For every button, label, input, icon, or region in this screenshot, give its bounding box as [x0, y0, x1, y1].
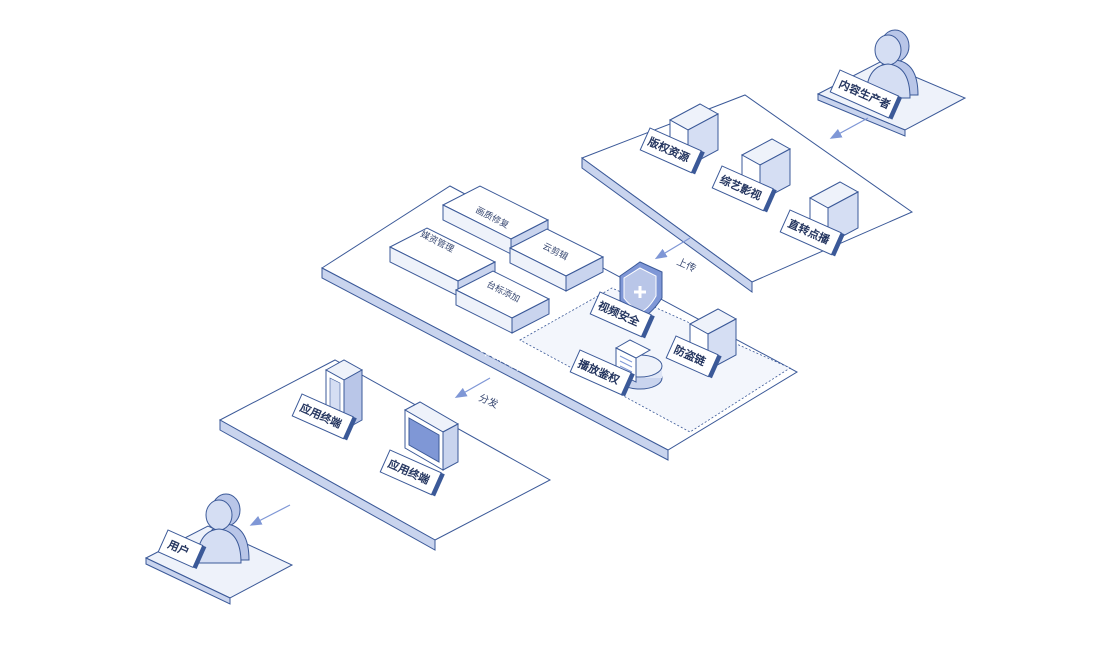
monitor-icon	[403, 401, 460, 471]
arrow-distribute-label: 分发	[477, 391, 501, 411]
arrow-upload	[654, 237, 691, 260]
producer-label-tag: 内容生产者	[829, 69, 903, 120]
terminal-tag: 应用终端	[379, 449, 445, 497]
arrow-upload-label: 上传	[675, 256, 698, 275]
user-node: 用户	[144, 493, 294, 605]
arrow-distribute	[454, 377, 491, 398]
user-person-icon	[196, 493, 250, 564]
api-block: 台标添加	[454, 270, 551, 334]
shield-icon	[619, 261, 663, 319]
producer-node: 内容生产者	[816, 29, 967, 137]
arrow-producer-to-upload	[829, 117, 869, 139]
user-label-tag: 用户	[157, 529, 207, 570]
play-platform: 播放SDk	[218, 359, 552, 551]
api-block: 云剪辑	[508, 228, 605, 292]
arrow-to-user	[249, 504, 291, 526]
